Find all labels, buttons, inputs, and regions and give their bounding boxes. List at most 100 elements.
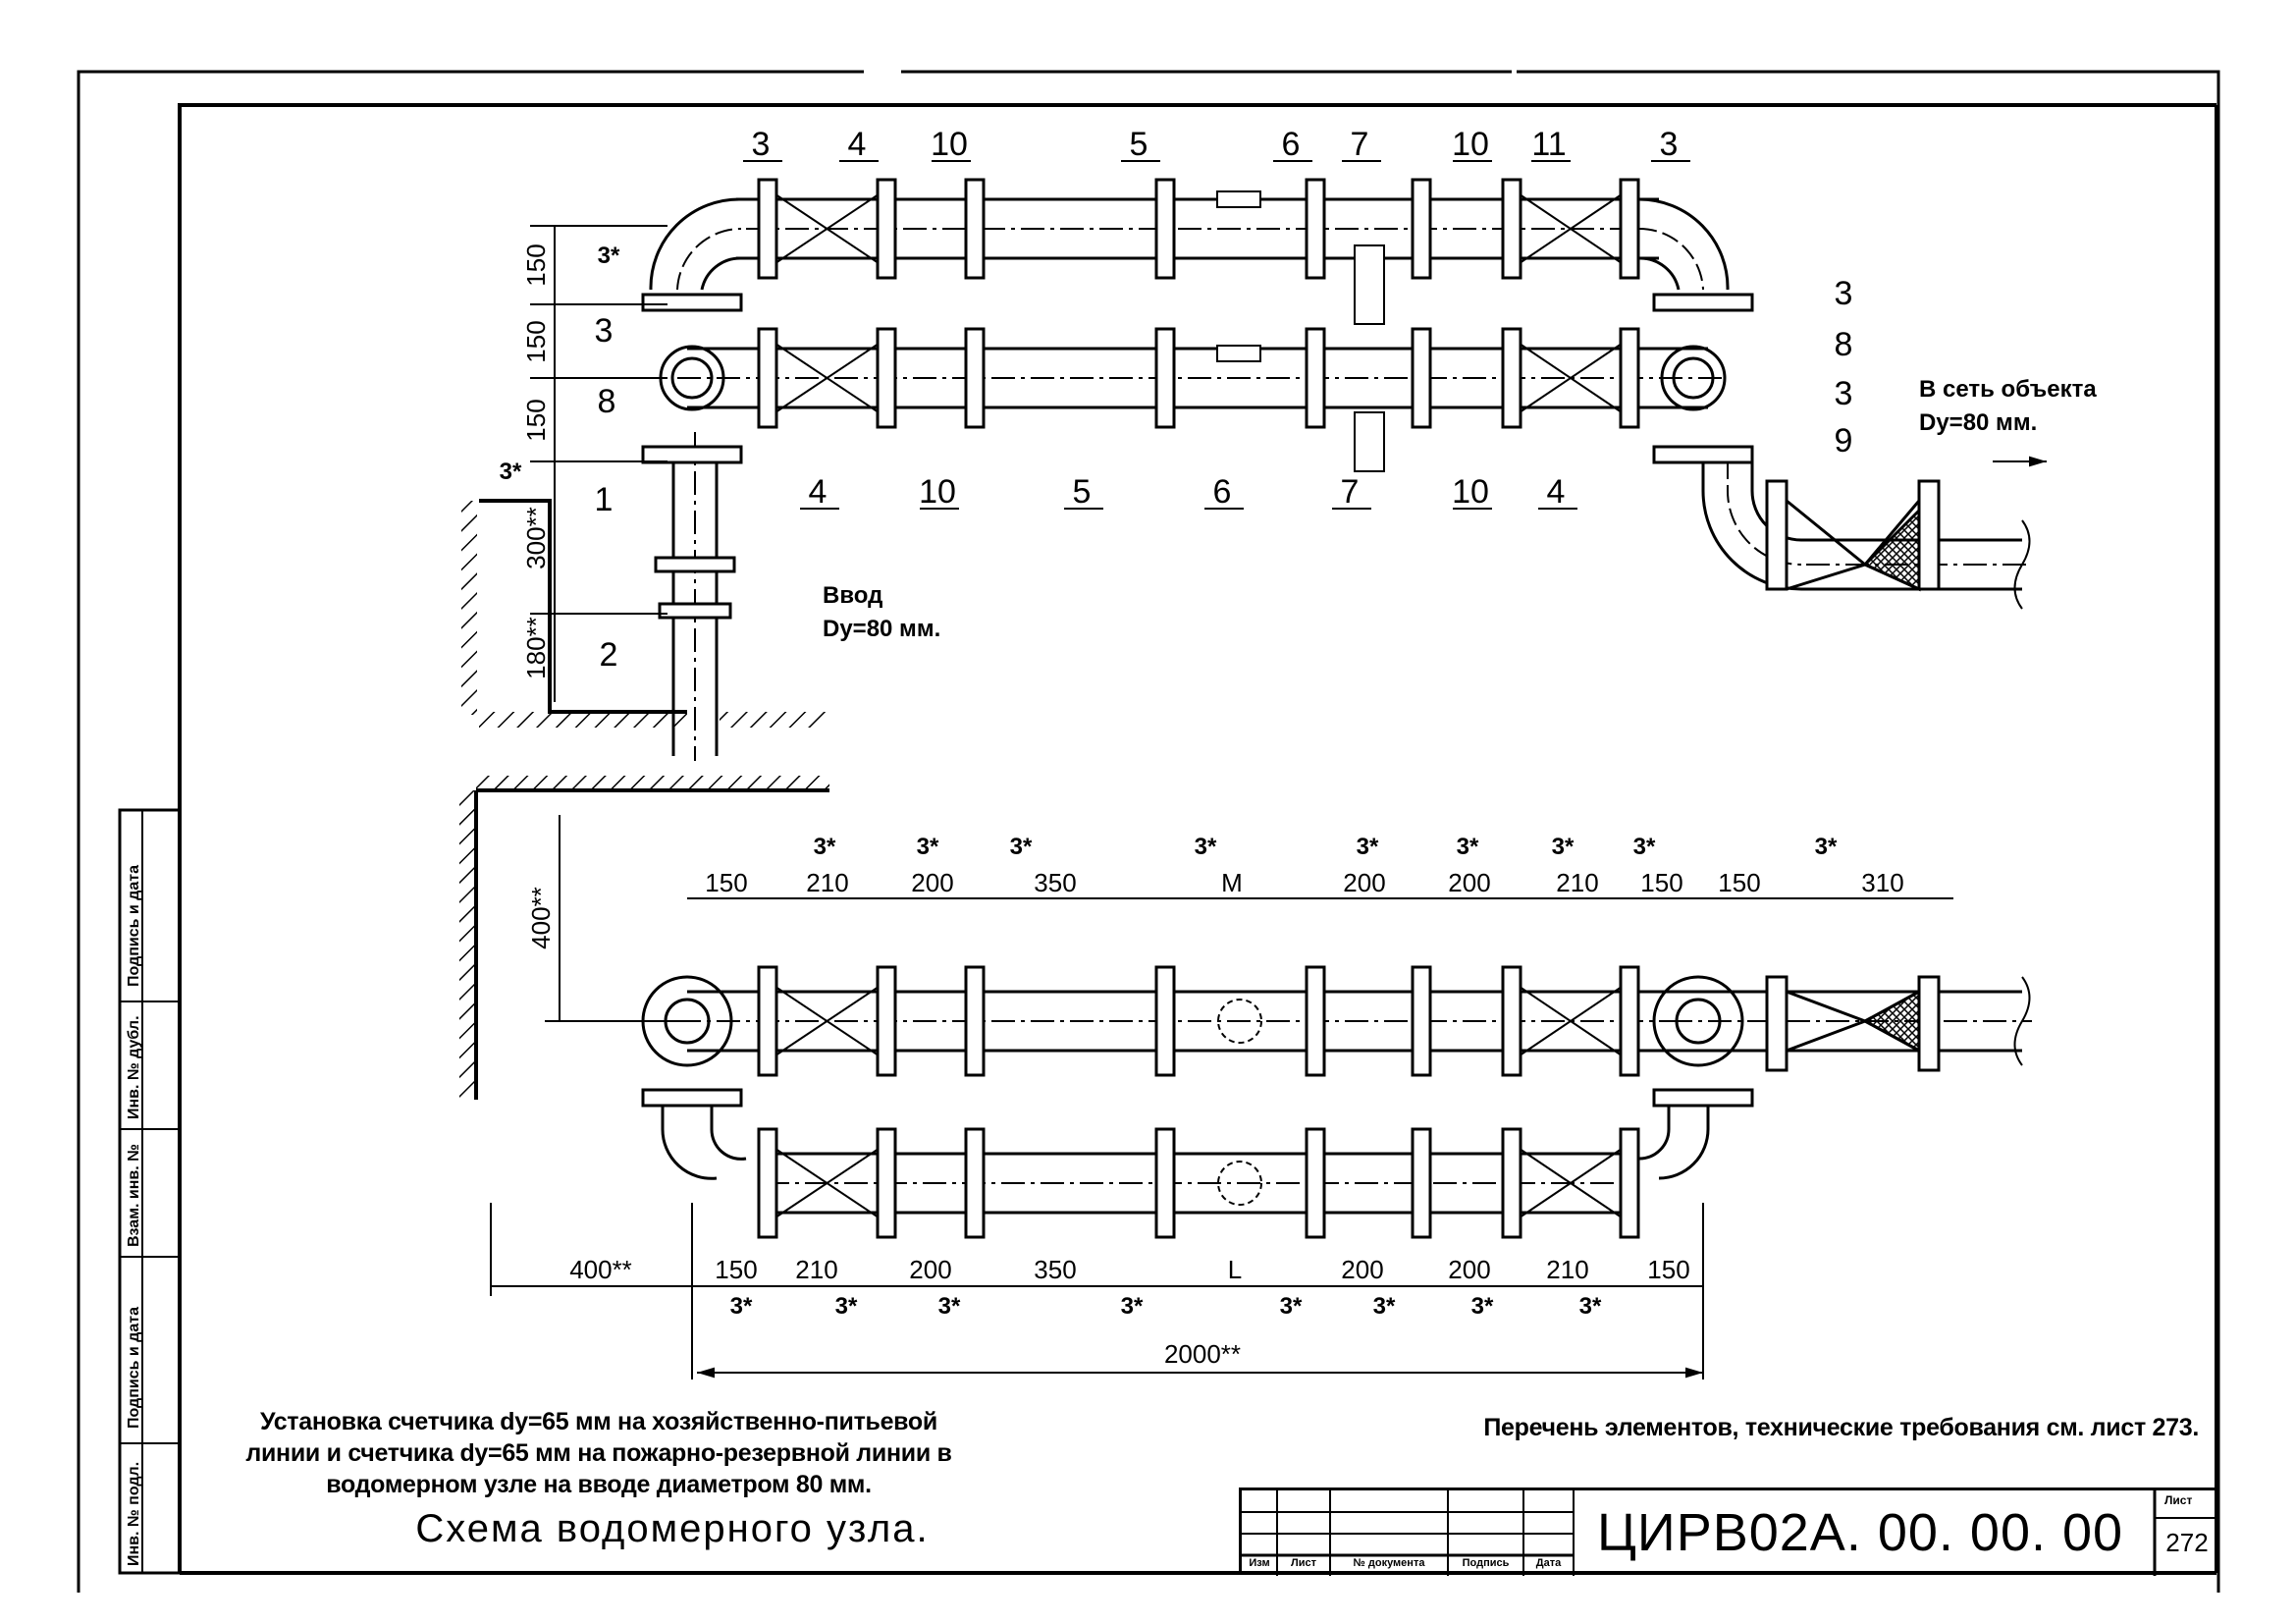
col-date: Дата	[1535, 1557, 1562, 1569]
flange	[757, 327, 778, 429]
inlet-annotation: Ввод Dy=80 мм.	[823, 579, 940, 646]
title-block: Изм Лист № документа Подпись Дата Лист 2…	[1239, 1488, 2219, 1576]
flange	[1305, 327, 1326, 429]
dimension-value: 200	[1343, 868, 1385, 897]
flange	[757, 1127, 778, 1239]
flange	[1619, 178, 1640, 280]
weld-mark: 3*	[1373, 1293, 1396, 1320]
side-label-replace-inv: Взам. инв. №	[126, 1144, 142, 1247]
callout-number: 9	[1835, 422, 1853, 460]
outlet-label: В сеть объекта	[1919, 376, 2097, 403]
callout-number: 10	[1452, 126, 1489, 163]
col-izm: Изм	[1249, 1557, 1270, 1569]
dimension-value: 350	[1034, 868, 1076, 897]
flange	[1305, 1127, 1326, 1239]
filter-body	[1354, 411, 1385, 472]
col-sign: Подпись	[1462, 1557, 1510, 1569]
callout-number: 1	[595, 481, 614, 518]
weld-mark: 3*	[814, 834, 836, 860]
callout-number: 2	[600, 636, 618, 674]
weld-mark: 3*	[1010, 834, 1033, 860]
valve-body	[1519, 1148, 1623, 1218]
flange	[1154, 178, 1176, 280]
side-label-sign-date-1: Подпись и дата	[126, 865, 142, 987]
weld-mark: 3*	[1280, 1293, 1303, 1320]
drawing-title: Схема водомерного узла.	[415, 1507, 930, 1550]
dimension-value: 310	[1861, 868, 1903, 897]
valve-body	[1519, 986, 1623, 1056]
document-code: ЦИРВ02А. 00. 00. 00	[1596, 1503, 2124, 1562]
weld-mark: 3*	[1579, 1293, 1602, 1320]
dimension-value: M	[1221, 868, 1243, 897]
meter-body	[1216, 190, 1261, 208]
dimension-value: 400**	[526, 887, 556, 949]
dimension-value: 150	[705, 868, 747, 897]
dimension-value: 400**	[569, 1255, 632, 1284]
sheet-label: Лист	[2164, 1493, 2193, 1507]
weld-mark: 3*	[938, 1293, 961, 1320]
callout-number: 8	[598, 383, 616, 420]
valve-body	[774, 343, 880, 413]
sheet-frame	[77, 70, 2220, 1593]
valve-body	[1519, 343, 1623, 413]
drawing-caption: Установка счетчика dy=65 мм на хозяйстве…	[245, 1408, 952, 1498]
side-label-sign-date-2: Подпись и дата	[126, 1307, 142, 1429]
flange	[1305, 178, 1326, 280]
dimension-value: 180**	[521, 617, 551, 679]
sheet-number: 272	[2165, 1528, 2209, 1557]
valve-body	[774, 986, 880, 1056]
meter-body	[1216, 345, 1261, 362]
dimension-value: 350	[1034, 1255, 1076, 1284]
dimension-value: 200	[911, 868, 953, 897]
callout-number: 10	[1452, 473, 1489, 511]
weld-mark: 3*	[1121, 1293, 1144, 1320]
flange	[1411, 327, 1432, 429]
callout-number: 6	[1213, 473, 1232, 511]
dimension-value: 150	[521, 320, 551, 362]
flange	[1619, 965, 1640, 1077]
top-row-fittings	[757, 178, 1640, 472]
weld-mark: 3*	[1552, 834, 1575, 860]
callout-number: 3	[1835, 275, 1853, 312]
callout-number: 10	[919, 473, 956, 511]
filter-body	[1354, 244, 1385, 325]
flange	[876, 965, 897, 1077]
side-label-orig-inv: Инв. № подл.	[126, 1461, 142, 1566]
col-doc: № документа	[1353, 1557, 1425, 1569]
dimension-value: 200	[1341, 1255, 1383, 1284]
callout-number: 10	[931, 126, 968, 163]
callout-number: 3	[752, 126, 771, 163]
callout-number: 4	[1547, 473, 1566, 511]
outlet-diameter: Dy=80 мм.	[1919, 409, 2038, 436]
weld-mark: 3*	[500, 459, 522, 485]
flange	[1501, 178, 1522, 280]
dimension-value: 200	[1448, 868, 1490, 897]
dimension-value: 200	[1448, 1255, 1490, 1284]
callout-number: 6	[1282, 126, 1301, 163]
side-label-dup-inv: Инв. № дубл.	[126, 1015, 142, 1119]
flange	[1305, 965, 1326, 1077]
dimension-value: 300**	[521, 507, 551, 569]
flange	[964, 178, 986, 280]
flange	[1501, 327, 1522, 429]
flange	[1501, 1127, 1522, 1239]
flange	[1411, 1127, 1432, 1239]
flange	[1411, 965, 1432, 1077]
weld-mark: 3*	[917, 834, 939, 860]
dimension-value: 150	[1647, 1255, 1689, 1284]
plan-row-fittings	[757, 965, 1640, 1239]
dimension-value: 210	[1556, 868, 1598, 897]
top-view-scheme	[461, 197, 2047, 761]
dimension-value: 200	[909, 1255, 951, 1284]
dimension-total: 2000**	[1164, 1339, 1241, 1369]
weld-mark: 3*	[1457, 834, 1479, 860]
col-list: Лист	[1291, 1557, 1316, 1569]
weld-mark: 3*	[1815, 834, 1838, 860]
flange	[1619, 1127, 1640, 1239]
title-block-grid	[1242, 1490, 2219, 1576]
flange	[1501, 965, 1522, 1077]
weld-mark: 3*	[1357, 834, 1379, 860]
callout-number: 5	[1073, 473, 1092, 511]
